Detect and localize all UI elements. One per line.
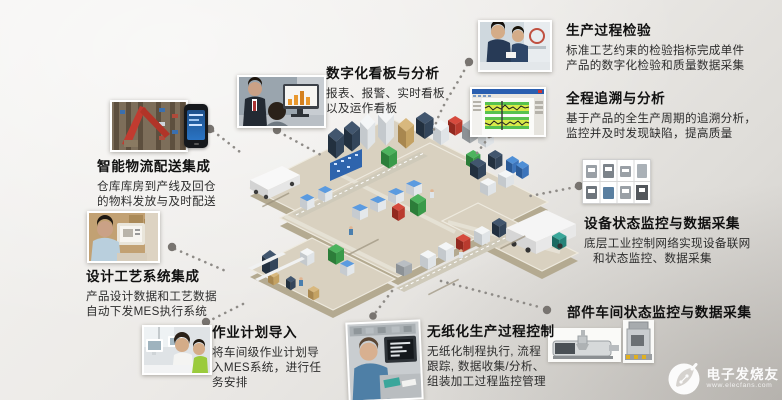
factory-office (248, 252, 305, 291)
callout-inspection: 生产过程检验 标准工艺约束的检验指标完成单件 产品的数字化检验和质量数据采集 (566, 19, 744, 73)
callout-parts: 部件车间状态监控与数据采集 (567, 301, 752, 325)
callout-trace-title: 全程追溯与分析 (566, 91, 666, 106)
callout-trace: 全程追溯与分析 基于产品的全生产周期的追溯分析， 监控并及时发现缺陷，提高质量 (566, 87, 756, 141)
callout-design-title: 设计工艺系统集成 (86, 269, 200, 284)
callout-paperless-line: 无纸化制程执行, 流程 (427, 345, 542, 358)
spc-software-screenshot (470, 87, 546, 137)
watermark-brand: 电子发烧友 (706, 366, 779, 382)
truck-left (250, 166, 300, 200)
truck-right (506, 210, 576, 254)
machine-grid-thumbnails (582, 159, 651, 204)
floor-labels (262, 192, 526, 296)
planning-office-photo (142, 325, 212, 375)
callout-logistics-title: 智能物流配送集成 (97, 159, 211, 174)
watermark-site: www.elecfans.com (706, 381, 773, 389)
callout-logistics: 智能物流配送集成 仓库库房到产线及回仓 的物料发放与及时配送 (97, 155, 216, 209)
callout-design: 设计工艺系统集成 产品设计数据和工艺数据 自动下发MES执行系统 (86, 265, 217, 319)
callout-kanban-line: 以及运作看板 (326, 102, 398, 116)
factory-workers (299, 189, 463, 286)
dashboard-viewing-photo (237, 75, 326, 128)
callout-kanban-title: 数字化看板与分析 (326, 66, 440, 81)
callout-kanban: 数字化看板与分析 报表、报警、实时看板 以及运作看板 (326, 62, 445, 116)
callout-design-line: 自动下发MES执行系统 (86, 305, 208, 319)
callout-design-line: 产品设计数据和工艺数据 (86, 290, 217, 303)
callout-equipment-title: 设备状态监控与数据采集 (584, 216, 741, 231)
callout-paperless-title: 无纸化生产过程控制 (427, 324, 555, 339)
callout-kanban-line: 报表、报警、实时看板 (326, 87, 445, 100)
callout-plan-line: 务安排 (212, 376, 248, 390)
callout-paperless: 无纸化生产过程控制 无纸化制程执行, 流程 跟踪, 数据收集/分析、 组装加工过… (427, 320, 555, 390)
callout-inspection-title: 生产过程检验 (566, 23, 652, 38)
callout-equipment-line: 和状态监控、数据采集 (593, 252, 712, 266)
andon-board (330, 149, 362, 181)
callout-inspection-line: 产品的数字化检验和质量数据采集 (566, 59, 745, 73)
elecfans-leaf-icon (668, 363, 699, 395)
warehouse-robot-photo (110, 100, 188, 152)
callout-equipment-line: 底层工业控制网络实现设备联网 (584, 237, 751, 250)
callout-parts-title: 部件车间状态监控与数据采集 (567, 305, 752, 320)
injection-molding-machine-photo (548, 328, 621, 362)
callout-paperless-line: 组装加工过程监控管理 (427, 375, 546, 389)
callout-equipment: 设备状态监控与数据采集 底层工业控制网络实现设备联网 和状态监控、数据采集 (584, 212, 751, 266)
callout-paperless-line: 跟踪, 数据收集/分析、 (427, 360, 545, 374)
callout-plan-title: 作业计划导入 (212, 325, 298, 340)
callout-plan-line: 将车间级作业计划导 (212, 346, 320, 359)
connector-dots (167, 57, 584, 327)
callout-trace-line: 监控并及时发现缺陷，提高质量 (566, 127, 733, 141)
stamping-press-photo (623, 320, 654, 363)
callout-plan-line: 入MES系统，进行任 (212, 361, 322, 375)
callout-plan: 作业计划导入 将车间级作业计划导 入MES系统，进行任 务安排 (212, 321, 321, 391)
shopfloor-terminal-photo (345, 319, 424, 400)
elecfans-watermark: 电子发烧友 www.elecfans.com (666, 360, 780, 396)
quality-inspection-photo (478, 20, 552, 72)
callout-logistics-line: 的物料发放与及时配送 (97, 195, 216, 209)
callout-logistics-line: 仓库库房到产线及回仓 (97, 180, 216, 193)
callout-trace-line: 基于产品的全生产周期的追溯分析， (566, 112, 757, 125)
design-engineer-photo (87, 211, 160, 263)
handheld-terminal-photo (184, 104, 208, 148)
callout-inspection-line: 标准工艺约束的检验指标完成单件 (566, 44, 745, 57)
